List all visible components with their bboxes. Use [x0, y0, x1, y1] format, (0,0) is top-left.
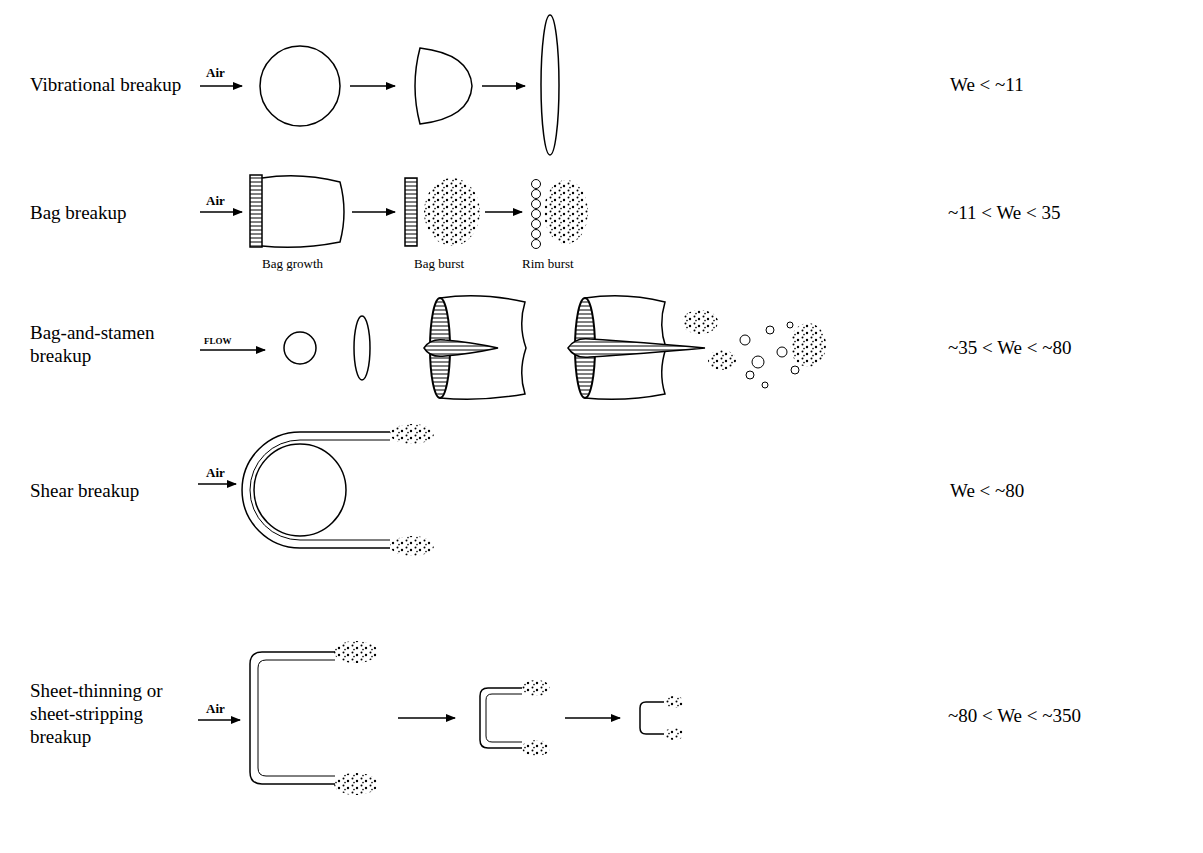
droplet-spray — [390, 424, 434, 444]
flattened-droplet — [541, 15, 559, 155]
flow-arrow — [200, 349, 265, 351]
droplet-spray — [334, 773, 378, 795]
air-arrow — [200, 211, 242, 213]
thinning-sheet — [258, 660, 335, 776]
droplet-spray — [522, 680, 550, 696]
step-arrow — [482, 85, 525, 87]
droplet-spray — [390, 536, 434, 556]
regime-name: Sheet-thinning or sheet-stripping breaku… — [30, 680, 198, 748]
droplet-spray — [334, 641, 378, 663]
step-arrow — [485, 211, 522, 213]
stripped-sheet — [250, 440, 390, 540]
thinning-sheet — [486, 694, 522, 742]
weber-range: ~80 < We < ~350 — [948, 705, 1081, 728]
regime-name: Shear breakup — [30, 480, 139, 503]
weber-range: ~11 < We < 35 — [948, 202, 1061, 225]
rim-droplets — [532, 180, 541, 249]
step-arrow — [350, 85, 395, 87]
weber-range: We < ~80 — [950, 480, 1024, 503]
flattened-droplet — [354, 316, 370, 380]
droplet-spray — [424, 178, 480, 246]
step-arrow — [352, 211, 395, 213]
thinning-sheet — [480, 688, 522, 748]
regime-name: Bag breakup — [30, 202, 127, 225]
stage-label: Bag growth — [262, 256, 323, 272]
air-arrow — [198, 719, 240, 721]
flow-label: Air — [206, 465, 225, 481]
flow-label: Air — [206, 65, 225, 81]
droplet — [254, 444, 346, 536]
droplet-spray — [522, 740, 550, 756]
bag-rim — [405, 178, 417, 246]
flow-label: FLOW — [204, 336, 232, 347]
stripped-sheet — [242, 432, 390, 548]
stamen — [424, 340, 498, 357]
stage-label: Rim burst — [522, 256, 574, 272]
weber-range: We < ~11 — [950, 74, 1024, 97]
droplet — [260, 46, 340, 126]
flow-label: Air — [206, 701, 225, 717]
droplet-spray — [682, 310, 718, 334]
step-arrow — [398, 717, 455, 719]
stamen — [568, 339, 705, 358]
weber-range: ~35 < We < ~80 — [948, 337, 1072, 360]
droplet-spray — [790, 323, 826, 367]
droplet-spray — [544, 180, 588, 244]
regime-name: Bag-and-stamen breakup — [30, 322, 190, 368]
bag — [262, 176, 344, 248]
air-arrow — [200, 85, 242, 87]
thinning-sheet — [640, 702, 664, 734]
droplet-spray — [664, 728, 684, 740]
fragment-droplets — [740, 322, 799, 388]
deformed-droplet — [415, 48, 472, 124]
droplet-spray — [664, 696, 684, 708]
thinning-sheet — [250, 652, 335, 784]
flow-label: Air — [206, 193, 225, 209]
step-arrow — [565, 717, 620, 719]
air-arrow — [198, 483, 236, 485]
stage-label: Bag burst — [414, 256, 464, 272]
bag-rim — [250, 175, 262, 247]
droplet — [284, 332, 316, 364]
droplet-spray — [708, 350, 736, 370]
regime-name: Vibrational breakup — [30, 74, 181, 97]
